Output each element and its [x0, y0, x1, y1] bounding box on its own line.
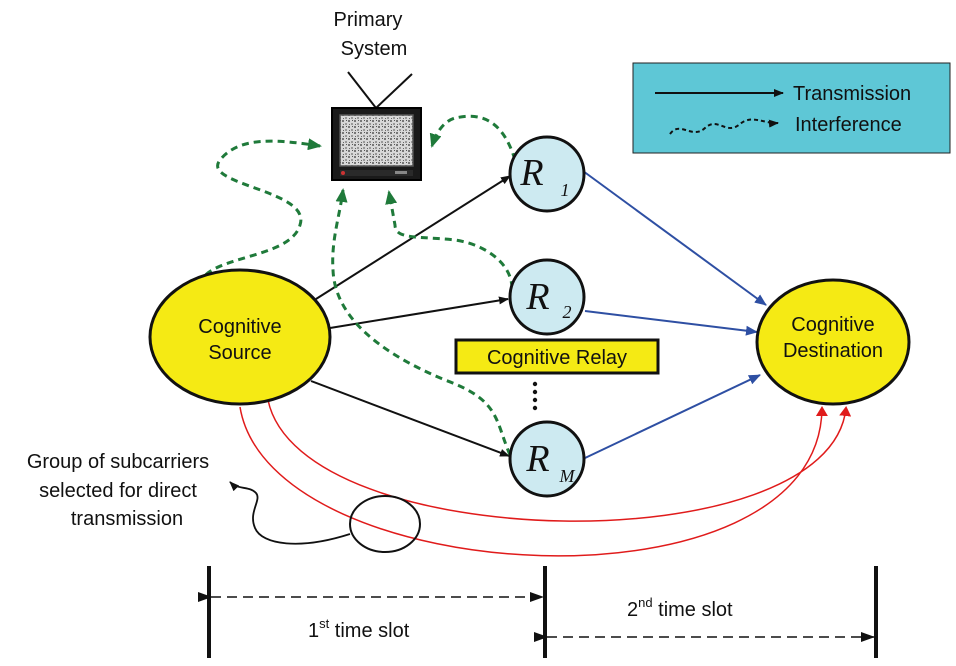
cognitive-destination-node: Cognitive Destination	[755, 278, 911, 406]
legend-transmission-label: Transmission	[793, 83, 911, 105]
relay-r1-letter: R	[519, 152, 543, 194]
relay-r2-subscript: 2	[563, 302, 572, 322]
rm-to-destination-arrow	[584, 374, 761, 459]
interference-r1-to-primary	[429, 114, 517, 161]
direct-transmission-arc-2	[267, 399, 852, 522]
primary-system-label-line2: System	[341, 38, 408, 60]
subcarrier-note-line1: Group of subcarriers	[27, 451, 209, 473]
relay-rm-subscript: M	[559, 466, 576, 486]
relay-r2-node: R 2	[508, 258, 586, 336]
relay-rm-node: R M	[508, 420, 586, 498]
relay-r1-subscript: 1	[561, 180, 570, 200]
cognitive-source-node: Cognitive Source	[148, 268, 332, 406]
source-to-r2-arrow	[329, 296, 509, 329]
cognitive-relay-box: Cognitive Relay	[454, 338, 660, 375]
interference-r2-to-primary	[385, 190, 514, 301]
time-slot-timeline: 1st time slot 2nd time slot	[198, 566, 878, 658]
legend-interference-arrow	[669, 118, 779, 135]
relay-ellipsis-dots	[532, 381, 538, 411]
interference-source-to-primary	[198, 138, 322, 286]
interference-rm-to-primary	[331, 188, 512, 456]
source-label-line1: Cognitive	[198, 316, 281, 338]
tv-icon	[331, 71, 422, 181]
first-slot-label: 1st time slot	[308, 616, 410, 642]
destination-label-line1: Cognitive	[791, 314, 874, 336]
second-slot-label: 2nd time slot	[627, 595, 733, 621]
source-to-rm-arrow	[310, 380, 510, 457]
primary-system-label-line1: Primary	[334, 9, 403, 31]
r2-to-destination-arrow	[584, 310, 758, 336]
subcarrier-group-ellipse	[349, 495, 421, 553]
subcarrier-note-line3: transmission	[71, 508, 183, 530]
legend-interference-label: Interference	[795, 114, 902, 136]
subcarrier-callout-arrow	[229, 481, 351, 545]
r1-to-destination-arrow	[582, 170, 767, 306]
direct-transmission-arc-1	[239, 406, 828, 557]
subcarrier-note-line2: selected for direct	[39, 480, 197, 502]
relay-r1-node: R 1	[508, 135, 586, 213]
relay-r2-letter: R	[525, 276, 549, 318]
legend-box: Transmission Interference	[632, 62, 951, 154]
relay-rm-letter: R	[525, 438, 549, 480]
cognitive-relay-label: Cognitive Relay	[487, 347, 627, 369]
source-label-line2: Source	[208, 342, 271, 364]
destination-label-line2: Destination	[783, 340, 883, 362]
